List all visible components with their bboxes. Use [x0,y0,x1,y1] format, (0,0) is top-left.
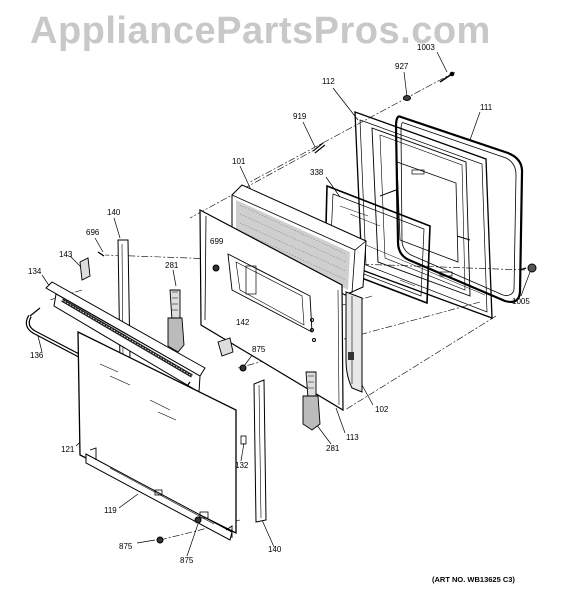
callout-696: 696 [86,228,100,237]
callout-699: 699 [210,237,224,246]
hinge-281-right [302,371,321,431]
callout-112: 112 [322,77,335,86]
spacer-919-icon [312,142,326,154]
clip-132-icon [240,435,247,445]
clip-1005-icon [527,263,537,273]
callout-143: 143 [59,250,73,259]
outer-glass-121 [77,330,237,535]
callout-1005: 1005 [512,297,530,306]
inner-door-liner-112 [354,111,493,319]
insulation-101 [231,184,367,296]
callout-101: 101 [232,157,246,166]
callout-875-bottom: 875 [180,556,194,565]
screw-696-icon [97,251,105,257]
screw-875-top-icon [239,364,247,372]
callout-338: 338 [310,168,324,177]
callout-281-right: 281 [326,444,340,453]
callout-1003: 1003 [417,43,435,52]
callout-136: 136 [30,351,44,360]
callout-927: 927 [395,62,409,71]
screw-699-icon [212,264,220,272]
callout-132: 132 [235,461,249,470]
channel-140-right [253,379,267,523]
callout-134: 134 [28,267,42,276]
watermark: AppliancePartsPros.com [30,10,491,52]
door-gasket-111 [394,115,527,304]
screw-875-bottom-icon [194,516,202,524]
callout-140-bottom: 140 [268,545,282,554]
callout-121: 121 [61,445,75,454]
callout-142: 142 [236,318,250,327]
callout-119: 119 [104,506,117,515]
screw-875-left-icon [156,536,164,544]
callout-140-top: 140 [107,208,121,217]
clip-143-icon [79,257,91,281]
block-142-icon [217,337,234,357]
art-number: (ART NO. WB13625 C3) [432,575,515,584]
hinge-bracket-102 [345,291,363,393]
callout-111: 111 [480,103,493,112]
callout-281-left: 281 [165,261,179,270]
hinge-281-left [167,289,185,353]
vent-trim-134 [45,281,206,393]
callout-919: 919 [293,112,307,121]
washer-927-icon [403,95,411,101]
callout-875-left: 875 [119,542,133,551]
callout-102: 102 [375,405,389,414]
callout-875-top: 875 [252,345,266,354]
callout-113: 113 [346,433,359,442]
door-frame-113 [199,208,344,412]
screw-1003-icon [439,71,455,83]
